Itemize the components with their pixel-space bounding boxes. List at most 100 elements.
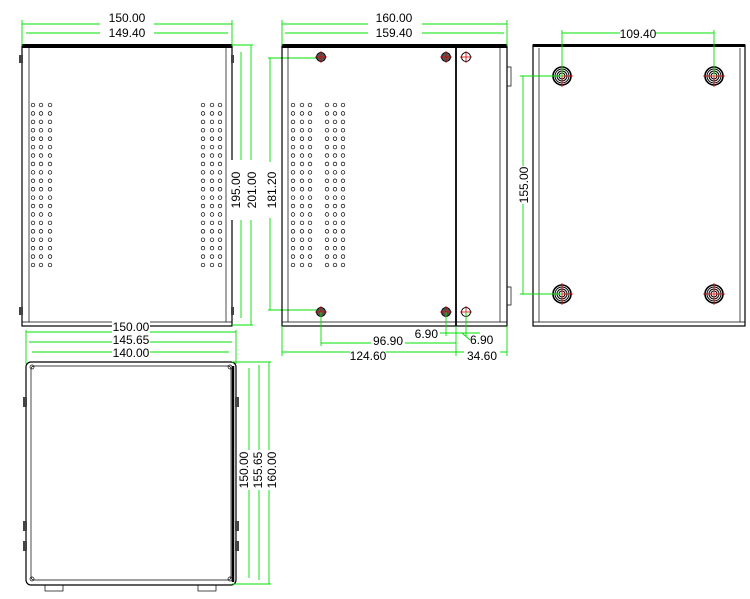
vent-hole xyxy=(38,212,44,217)
vent-hole xyxy=(47,153,53,158)
vent-hole xyxy=(38,136,44,141)
vent-hole xyxy=(340,262,346,268)
vent-hole xyxy=(200,128,206,133)
vent-hole xyxy=(200,187,206,192)
vent-hole xyxy=(307,119,313,124)
end-view: 150.00 145.65 140.00 150.00 155.65 160.0… xyxy=(23,320,280,592)
vent-hole xyxy=(299,187,305,192)
vent-hole xyxy=(340,229,346,234)
vent-holes xyxy=(290,102,346,268)
vent-hole xyxy=(217,111,223,116)
vent-hole xyxy=(30,161,36,167)
vent-hole xyxy=(324,144,330,150)
vent-hole xyxy=(340,237,346,242)
vent-hole xyxy=(307,195,313,200)
dim-side-height-a: 195.00 xyxy=(229,171,243,208)
vent-hole xyxy=(307,102,313,108)
vent-hole xyxy=(217,262,223,268)
vent-hole xyxy=(332,237,338,242)
vent-hole xyxy=(340,102,346,108)
dim-screw-offset-b: 6.90 xyxy=(470,333,494,347)
vent-hole xyxy=(209,178,215,183)
vent-hole xyxy=(340,136,346,141)
vent-hole xyxy=(332,262,338,268)
dim-end-height-a: 150.00 xyxy=(237,451,251,488)
dim-side-height-c: 181.20 xyxy=(265,171,279,208)
vent-hole xyxy=(290,229,296,234)
vent-hole xyxy=(290,144,296,150)
screw-icon xyxy=(315,51,327,63)
vent-holes xyxy=(30,102,223,268)
vent-hole xyxy=(324,161,330,167)
vent-hole xyxy=(324,111,330,116)
screw-icon xyxy=(440,51,452,63)
vent-hole xyxy=(290,254,296,259)
dim-front-width-outer: 160.00 xyxy=(376,11,413,25)
vent-hole xyxy=(47,245,53,251)
vent-hole xyxy=(30,187,36,192)
vent-hole xyxy=(200,220,206,226)
vent-hole xyxy=(30,262,36,268)
vent-hole xyxy=(324,128,330,133)
dim-side-height-b: 201.00 xyxy=(245,171,259,208)
vent-hole xyxy=(299,128,305,133)
vent-hole xyxy=(324,237,330,242)
vent-hole xyxy=(209,170,215,175)
vent-hole xyxy=(332,119,338,124)
vent-hole xyxy=(299,119,305,124)
vent-hole xyxy=(200,111,206,116)
dim-foot-spacing-x: 109.40 xyxy=(620,27,657,41)
dim-screw-spacing: 96.90 xyxy=(373,334,403,348)
vent-hole xyxy=(217,203,223,209)
vent-hole xyxy=(299,195,305,200)
vent-hole xyxy=(217,161,223,167)
vent-hole xyxy=(290,245,296,251)
dimension-lines xyxy=(520,30,715,295)
foot-icon xyxy=(703,283,725,305)
vent-hole xyxy=(200,119,206,124)
vent-hole xyxy=(209,229,215,234)
vent-hole xyxy=(340,203,346,209)
vent-hole xyxy=(30,229,36,234)
vent-hole xyxy=(217,170,223,175)
vent-hole xyxy=(30,119,36,124)
vent-hole xyxy=(200,195,206,200)
vent-hole xyxy=(324,203,330,209)
vent-hole xyxy=(47,254,53,259)
vent-hole xyxy=(299,136,305,141)
vent-hole xyxy=(340,128,346,133)
vent-hole xyxy=(307,128,313,133)
vent-hole xyxy=(307,111,313,116)
vent-hole xyxy=(217,245,223,251)
vent-hole xyxy=(332,220,338,226)
vent-hole xyxy=(47,187,53,192)
vent-hole xyxy=(38,245,44,251)
vent-hole xyxy=(38,203,44,209)
vent-hole xyxy=(47,195,53,200)
vent-hole xyxy=(340,187,346,192)
vent-hole xyxy=(332,254,338,259)
vent-hole xyxy=(200,254,206,259)
screw-icon xyxy=(460,51,472,63)
vent-hole xyxy=(200,212,206,217)
vent-hole xyxy=(299,203,305,209)
vent-hole xyxy=(307,187,313,192)
vent-hole xyxy=(299,161,305,167)
vent-hole xyxy=(47,262,53,268)
vent-hole xyxy=(307,245,313,251)
dim-door-width: 34.60 xyxy=(467,349,497,363)
screws xyxy=(315,51,472,318)
vent-hole xyxy=(332,128,338,133)
front-view: 160.00 159.40 6.90 96.90 6.90 124.60 34.… xyxy=(281,10,512,363)
vent-hole xyxy=(30,170,36,175)
vent-hole xyxy=(209,128,215,133)
vent-hole xyxy=(47,111,53,116)
vent-hole xyxy=(209,144,215,150)
vent-hole xyxy=(217,254,223,259)
vent-hole xyxy=(340,119,346,124)
vent-hole xyxy=(340,178,346,183)
vent-hole xyxy=(30,203,36,209)
vent-hole xyxy=(290,203,296,209)
vent-hole xyxy=(332,178,338,183)
vent-hole xyxy=(307,178,313,183)
